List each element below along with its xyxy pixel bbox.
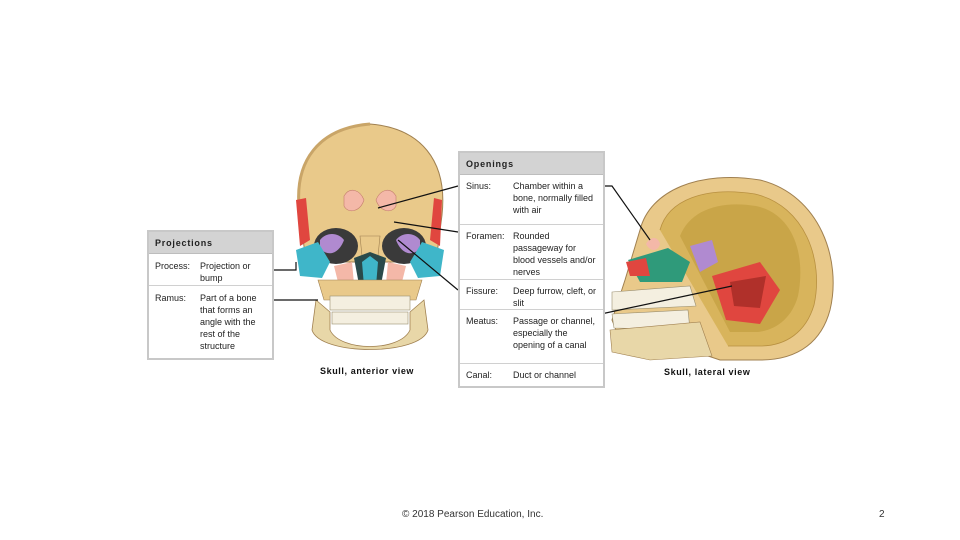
table-row: Meatus: Passage or channel, especially t… xyxy=(460,310,603,364)
table-row: Foramen: Rounded passageway for blood ve… xyxy=(460,225,603,280)
row-term: Fissure: xyxy=(466,286,499,296)
row-definition: Duct or channel xyxy=(513,370,577,380)
row-definition: Deep furrow, cleft, or slit xyxy=(513,286,597,308)
leader-fissure xyxy=(397,239,459,291)
row-term: Foramen: xyxy=(466,231,505,241)
row-definition: Passage or channel, especially the openi… xyxy=(513,316,596,350)
leader-sinus-lateral xyxy=(605,185,651,241)
row-definition: Chamber within a bone, normally filled w… xyxy=(513,181,594,215)
table-row: Sinus: Chamber within a bone, normally f… xyxy=(460,175,603,225)
table-row: Process: Projection or bump xyxy=(149,254,272,286)
row-definition: Projection or bump xyxy=(200,261,251,283)
row-term: Sinus: xyxy=(466,181,492,191)
leader-sinus xyxy=(377,185,459,209)
row-definition: Rounded passageway for blood vessels and… xyxy=(513,231,596,277)
leader-process xyxy=(274,262,297,271)
page-number: 2 xyxy=(879,509,885,520)
row-definition: Part of a bone that forms an angle with … xyxy=(200,293,257,351)
table-row: Canal: Duct or channel xyxy=(460,364,603,386)
copyright-notice: © 2018 Pearson Education, Inc. xyxy=(402,509,544,520)
table-row: Ramus: Part of a bone that forms an angl… xyxy=(149,286,272,358)
row-term: Process: xyxy=(155,261,191,271)
projections-table: Projections Process: Projection or bump … xyxy=(147,230,274,360)
caption-lateral: Skull, lateral view xyxy=(664,367,751,377)
row-term: Ramus: xyxy=(155,293,187,303)
table-row: Fissure: Deep furrow, cleft, or slit xyxy=(460,280,603,310)
skull-anterior-illustration xyxy=(296,122,444,350)
openings-table: Openings Sinus: Chamber within a bone, n… xyxy=(458,151,605,388)
skull-lateral-illustration xyxy=(609,176,834,361)
openings-title: Openings xyxy=(460,153,603,175)
row-term: Meatus: xyxy=(466,316,499,326)
row-term: Canal: xyxy=(466,370,493,380)
leader-foramen xyxy=(393,221,459,233)
caption-anterior: Skull, anterior view xyxy=(320,366,415,376)
projections-title: Projections xyxy=(149,232,272,254)
